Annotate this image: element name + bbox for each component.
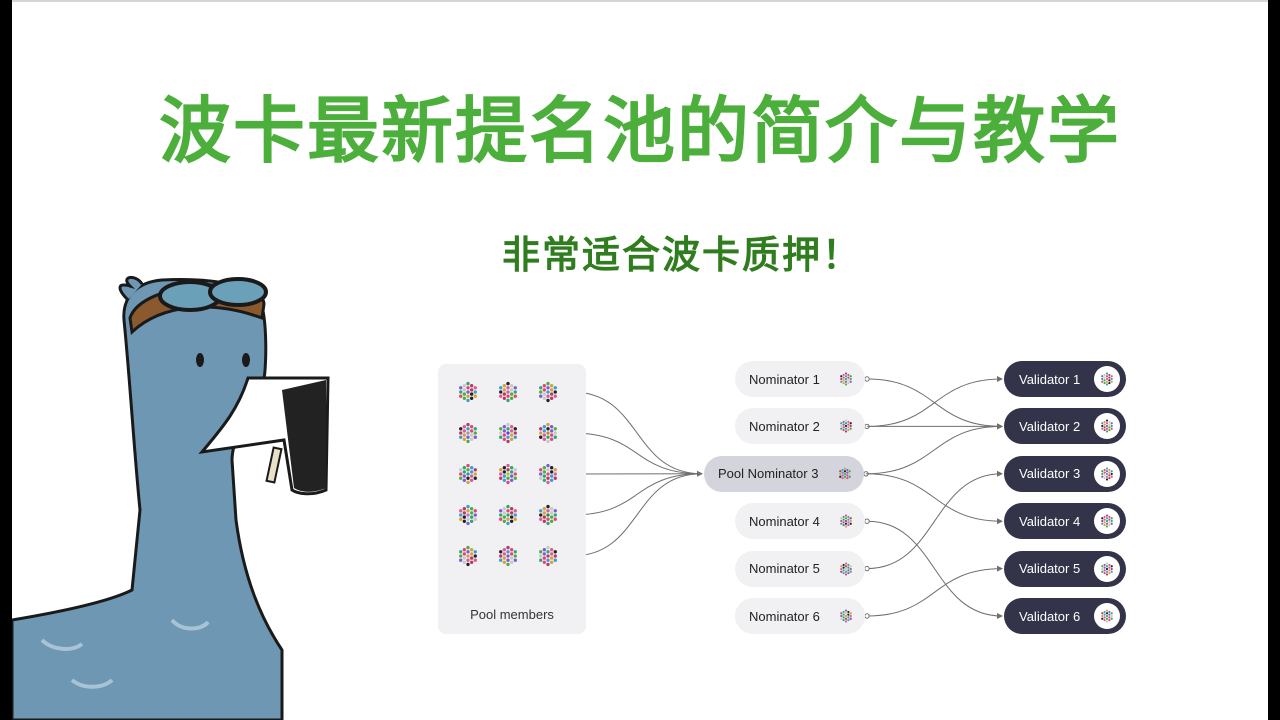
- edge-start-dot: [864, 518, 870, 524]
- pool-member-icon: [459, 545, 477, 567]
- edge-arrowhead: [997, 613, 1003, 619]
- validator-node[interactable]: Validator 6: [1004, 598, 1126, 634]
- nomination-edge: [866, 520, 1003, 617]
- nominator-label: Pool Nominator 3: [718, 466, 819, 482]
- pool-member-icon: [499, 463, 517, 485]
- pool-member-icon: [539, 463, 557, 485]
- identicon-green-icon: [840, 372, 852, 386]
- identicon-purple-icon: [840, 562, 852, 576]
- nomination-edge: [865, 425, 1003, 475]
- edge-start-dot: [864, 376, 870, 382]
- identicon-ring-icon: [840, 514, 852, 528]
- nomination-edge: [866, 568, 1003, 617]
- edge-start-dot: [864, 613, 870, 619]
- page-subtitle: 非常适合波卡质押！: [501, 233, 862, 277]
- pool-member-icon: [459, 422, 477, 444]
- slide: 波卡最新提名池的简介与教学 非常适合波卡质押！ Pool members Nom…: [12, 0, 1268, 720]
- nomination-edge: [866, 473, 1003, 570]
- validator-identicon-icon: [1094, 366, 1120, 392]
- pool-member-icon: [459, 463, 477, 485]
- pool-member-icons: [459, 381, 557, 567]
- pool-members-panel: Pool members: [438, 364, 586, 634]
- validator-identicon-icon: [1094, 603, 1120, 629]
- nominator-label: Nominator 4: [749, 513, 820, 529]
- pool-member-icon: [499, 545, 517, 567]
- pool-members-label: Pool members: [470, 607, 554, 622]
- pool-member-edge: [571, 432, 703, 475]
- validator-label: Validator 5: [1019, 561, 1081, 577]
- validator-identicon-icon: [1094, 460, 1120, 487]
- pool-member-icon: [459, 504, 477, 526]
- validator-label: Validator 6: [1019, 608, 1081, 624]
- edge-arrowhead: [997, 518, 1003, 525]
- identicon-red-icon: [840, 609, 852, 623]
- validator-node[interactable]: Validator 5: [1004, 550, 1126, 587]
- validator-label: Validator 2: [1019, 418, 1081, 434]
- validator-label: Validator 3: [1019, 466, 1081, 482]
- staking-diagram: Pool members Nominator 1 Nominator 2 Pool …: [12, 0, 1268, 720]
- edge-start-dot: [864, 565, 870, 572]
- top-border: [12, 0, 1268, 2]
- pool-member-edge: [571, 473, 703, 516]
- pool-member-icon: [499, 422, 517, 444]
- pool-member-icon: [499, 381, 517, 403]
- edge-arrowhead: [997, 376, 1003, 382]
- nominator-node[interactable]: Nominator 4: [735, 503, 865, 540]
- edge-arrowhead: [997, 470, 1003, 477]
- identicon-lime-icon: [840, 419, 852, 433]
- edge-arrowhead: [997, 423, 1003, 430]
- edge-layer: [569, 376, 1003, 619]
- nominator-node[interactable]: Nominator 6: [735, 598, 865, 634]
- pool-member-icon: [539, 545, 557, 567]
- validator-label: Validator 4: [1019, 513, 1081, 529]
- nominator-node[interactable]: Nominator 1: [735, 361, 865, 397]
- validator-identicon-icon: [1094, 413, 1120, 440]
- nomination-edge: [865, 473, 1003, 522]
- validator-label: Validator 1: [1019, 371, 1081, 387]
- pool-member-edge: [571, 473, 703, 557]
- pool-member-icon: [539, 504, 557, 526]
- validator-node[interactable]: Validator 4: [1004, 503, 1126, 540]
- validator-identicon-icon: [1094, 555, 1120, 582]
- nominator-label: Nominator 2: [749, 418, 820, 434]
- pool-member-icon: [499, 504, 517, 526]
- edge-arrowhead: [997, 565, 1003, 572]
- validator-node[interactable]: Validator 1: [1004, 361, 1126, 397]
- edge-arrowhead: [697, 470, 703, 477]
- pool-nominator-node[interactable]: Pool Nominator 3: [704, 455, 864, 492]
- nominator-label: Nominator 1: [749, 371, 820, 387]
- pool-member-icon: [539, 381, 557, 403]
- nominator-label: Nominator 5: [749, 561, 820, 577]
- nomination-edge: [866, 378, 1003, 427]
- page-title: 波卡最新提名池的简介与教学: [158, 89, 1121, 173]
- nominator-node[interactable]: Nominator 2: [735, 408, 865, 445]
- validator-node[interactable]: Validator 2: [1004, 408, 1126, 445]
- pool-member-icon: [459, 381, 477, 403]
- nominator-node[interactable]: Nominator 5: [735, 550, 865, 587]
- validator-node[interactable]: Validator 3: [1004, 455, 1126, 492]
- pool-member-icon: [539, 422, 557, 444]
- nominator-label: Nominator 6: [749, 608, 820, 624]
- bird-mascot-illustration: [12, 276, 330, 720]
- validator-identicon-icon: [1094, 508, 1120, 535]
- identicon-dark-icon: [839, 467, 851, 481]
- pool-member-edge: [571, 391, 703, 475]
